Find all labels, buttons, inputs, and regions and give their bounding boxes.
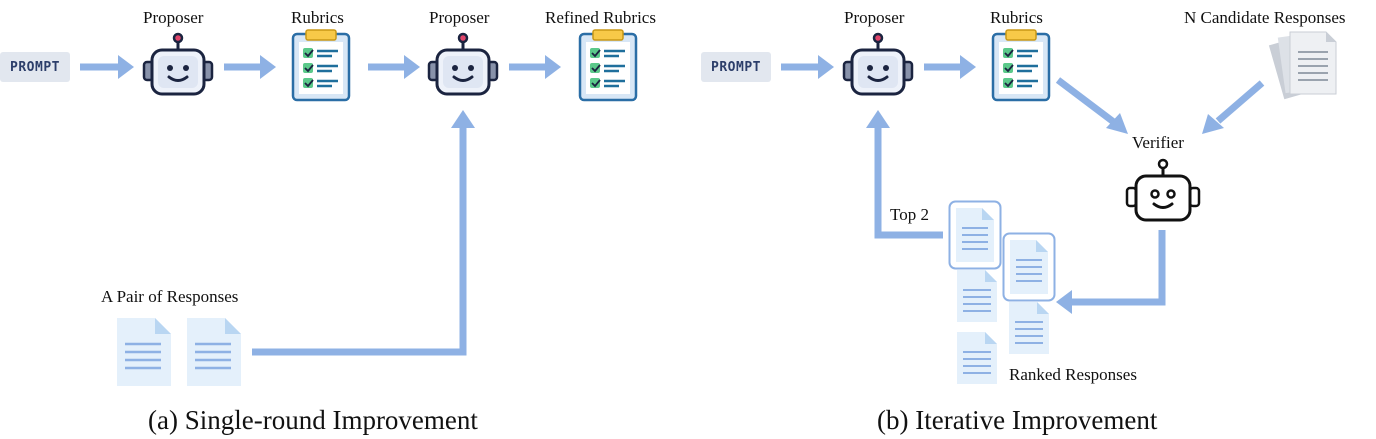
robot-icon-a1 [142, 32, 214, 96]
candidates-label: N Candidate Responses [1184, 8, 1346, 27]
pair-of-responses-label: A Pair of Responses [101, 287, 239, 306]
proposer-label-a2: Proposer [429, 8, 490, 27]
clipboard-icon-a1 [291, 29, 351, 102]
ranked-document-top1 [948, 200, 1002, 270]
proposer-label-b: Proposer [844, 8, 905, 27]
document-icon-pair-1 [117, 318, 171, 386]
caption-a: (a) Single-round Improvement [148, 405, 478, 435]
prompt-box-a: PROMPT [0, 52, 70, 82]
stacked-documents-icon [1268, 31, 1337, 100]
robot-icon-b [842, 32, 914, 96]
caption-b: (b) Iterative Improvement [877, 405, 1158, 435]
clipboard-icon-a2 [578, 29, 638, 102]
top2-label: Top 2 [890, 205, 929, 224]
arrow-candidates-verifier [1215, 80, 1265, 124]
verifier-robot-icon [1125, 158, 1201, 222]
refined-rubrics-label: Refined Rubrics [545, 8, 656, 27]
robot-icon-a2 [427, 32, 499, 96]
arrow-rubrics-verifier [1055, 77, 1118, 126]
arrow-verifier-ranked [1070, 230, 1166, 306]
ranked-document-top2 [1002, 232, 1056, 302]
rubrics-label-b: Rubrics [990, 8, 1043, 27]
clipboard-icon-b [991, 29, 1051, 102]
ranked-document-4 [957, 270, 997, 322]
rubrics-label-a: Rubrics [291, 8, 344, 27]
verifier-label: Verifier [1132, 133, 1184, 152]
prompt-box-b: PROMPT [701, 52, 771, 82]
arrow-top2-proposer [874, 128, 943, 239]
document-icon-pair-2 [187, 318, 241, 386]
ranked-document-6 [957, 332, 997, 384]
arrow-pair-to-proposer [252, 128, 467, 356]
ranked-document-5 [1009, 302, 1049, 354]
ranked-responses-label: Ranked Responses [1009, 365, 1137, 384]
proposer-label-a1: Proposer [143, 8, 204, 27]
